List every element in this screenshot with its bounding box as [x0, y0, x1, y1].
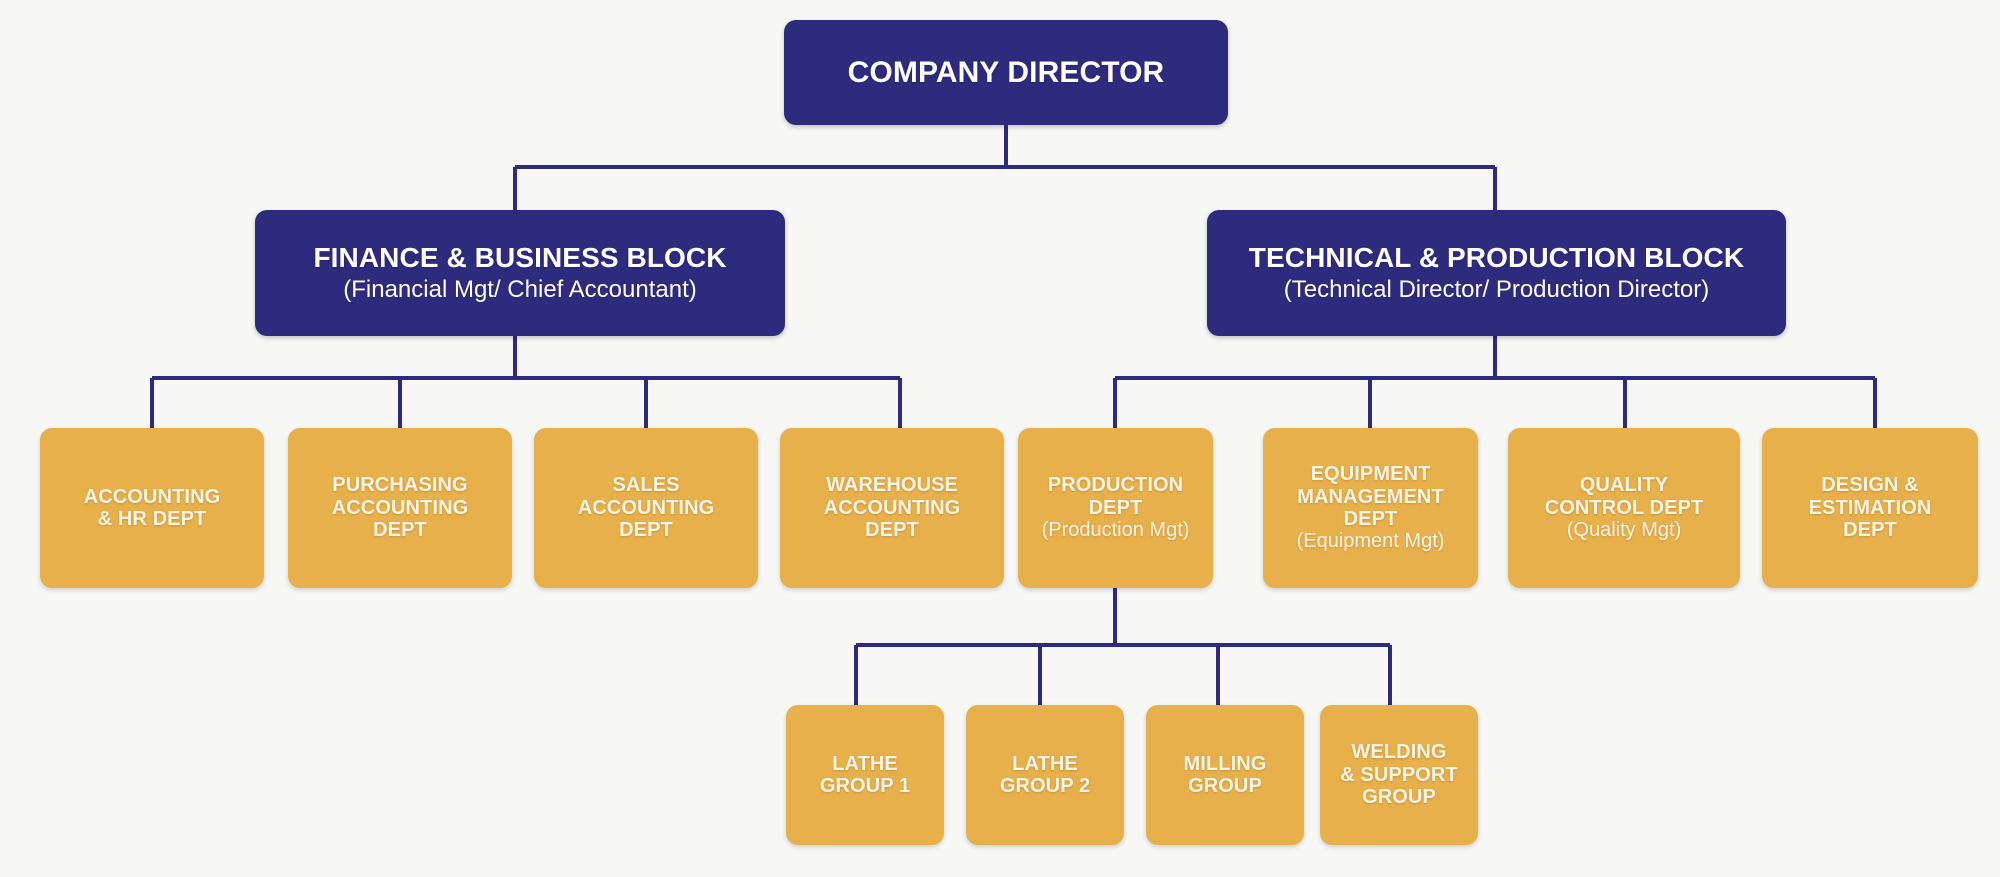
- node-title: ACCOUNTING& HR DEPT: [83, 485, 221, 530]
- node-subtitle: (Production Mgt): [1041, 519, 1190, 542]
- node-technical-production-block[interactable]: TECHNICAL & PRODUCTION BLOCK (Technical …: [1207, 210, 1786, 336]
- node-accounting-hr-dept[interactable]: ACCOUNTING& HR DEPT: [40, 428, 264, 588]
- node-subtitle: (Technical Director/ Production Director…: [1283, 275, 1710, 303]
- node-title: FINANCE & BUSINESS BLOCK: [313, 242, 727, 274]
- node-subtitle: (Financial Mgt/ Chief Accountant): [343, 275, 697, 303]
- node-title: TECHNICAL & PRODUCTION BLOCK: [1248, 242, 1745, 274]
- node-title: COMPANY DIRECTOR: [847, 55, 1165, 89]
- node-finance-business-block[interactable]: FINANCE & BUSINESS BLOCK (Financial Mgt/…: [255, 210, 785, 336]
- node-subtitle: (Equipment Mgt): [1296, 530, 1445, 553]
- node-subtitle: (Quality Mgt): [1566, 519, 1682, 542]
- node-company-director[interactable]: COMPANY DIRECTOR: [784, 20, 1228, 125]
